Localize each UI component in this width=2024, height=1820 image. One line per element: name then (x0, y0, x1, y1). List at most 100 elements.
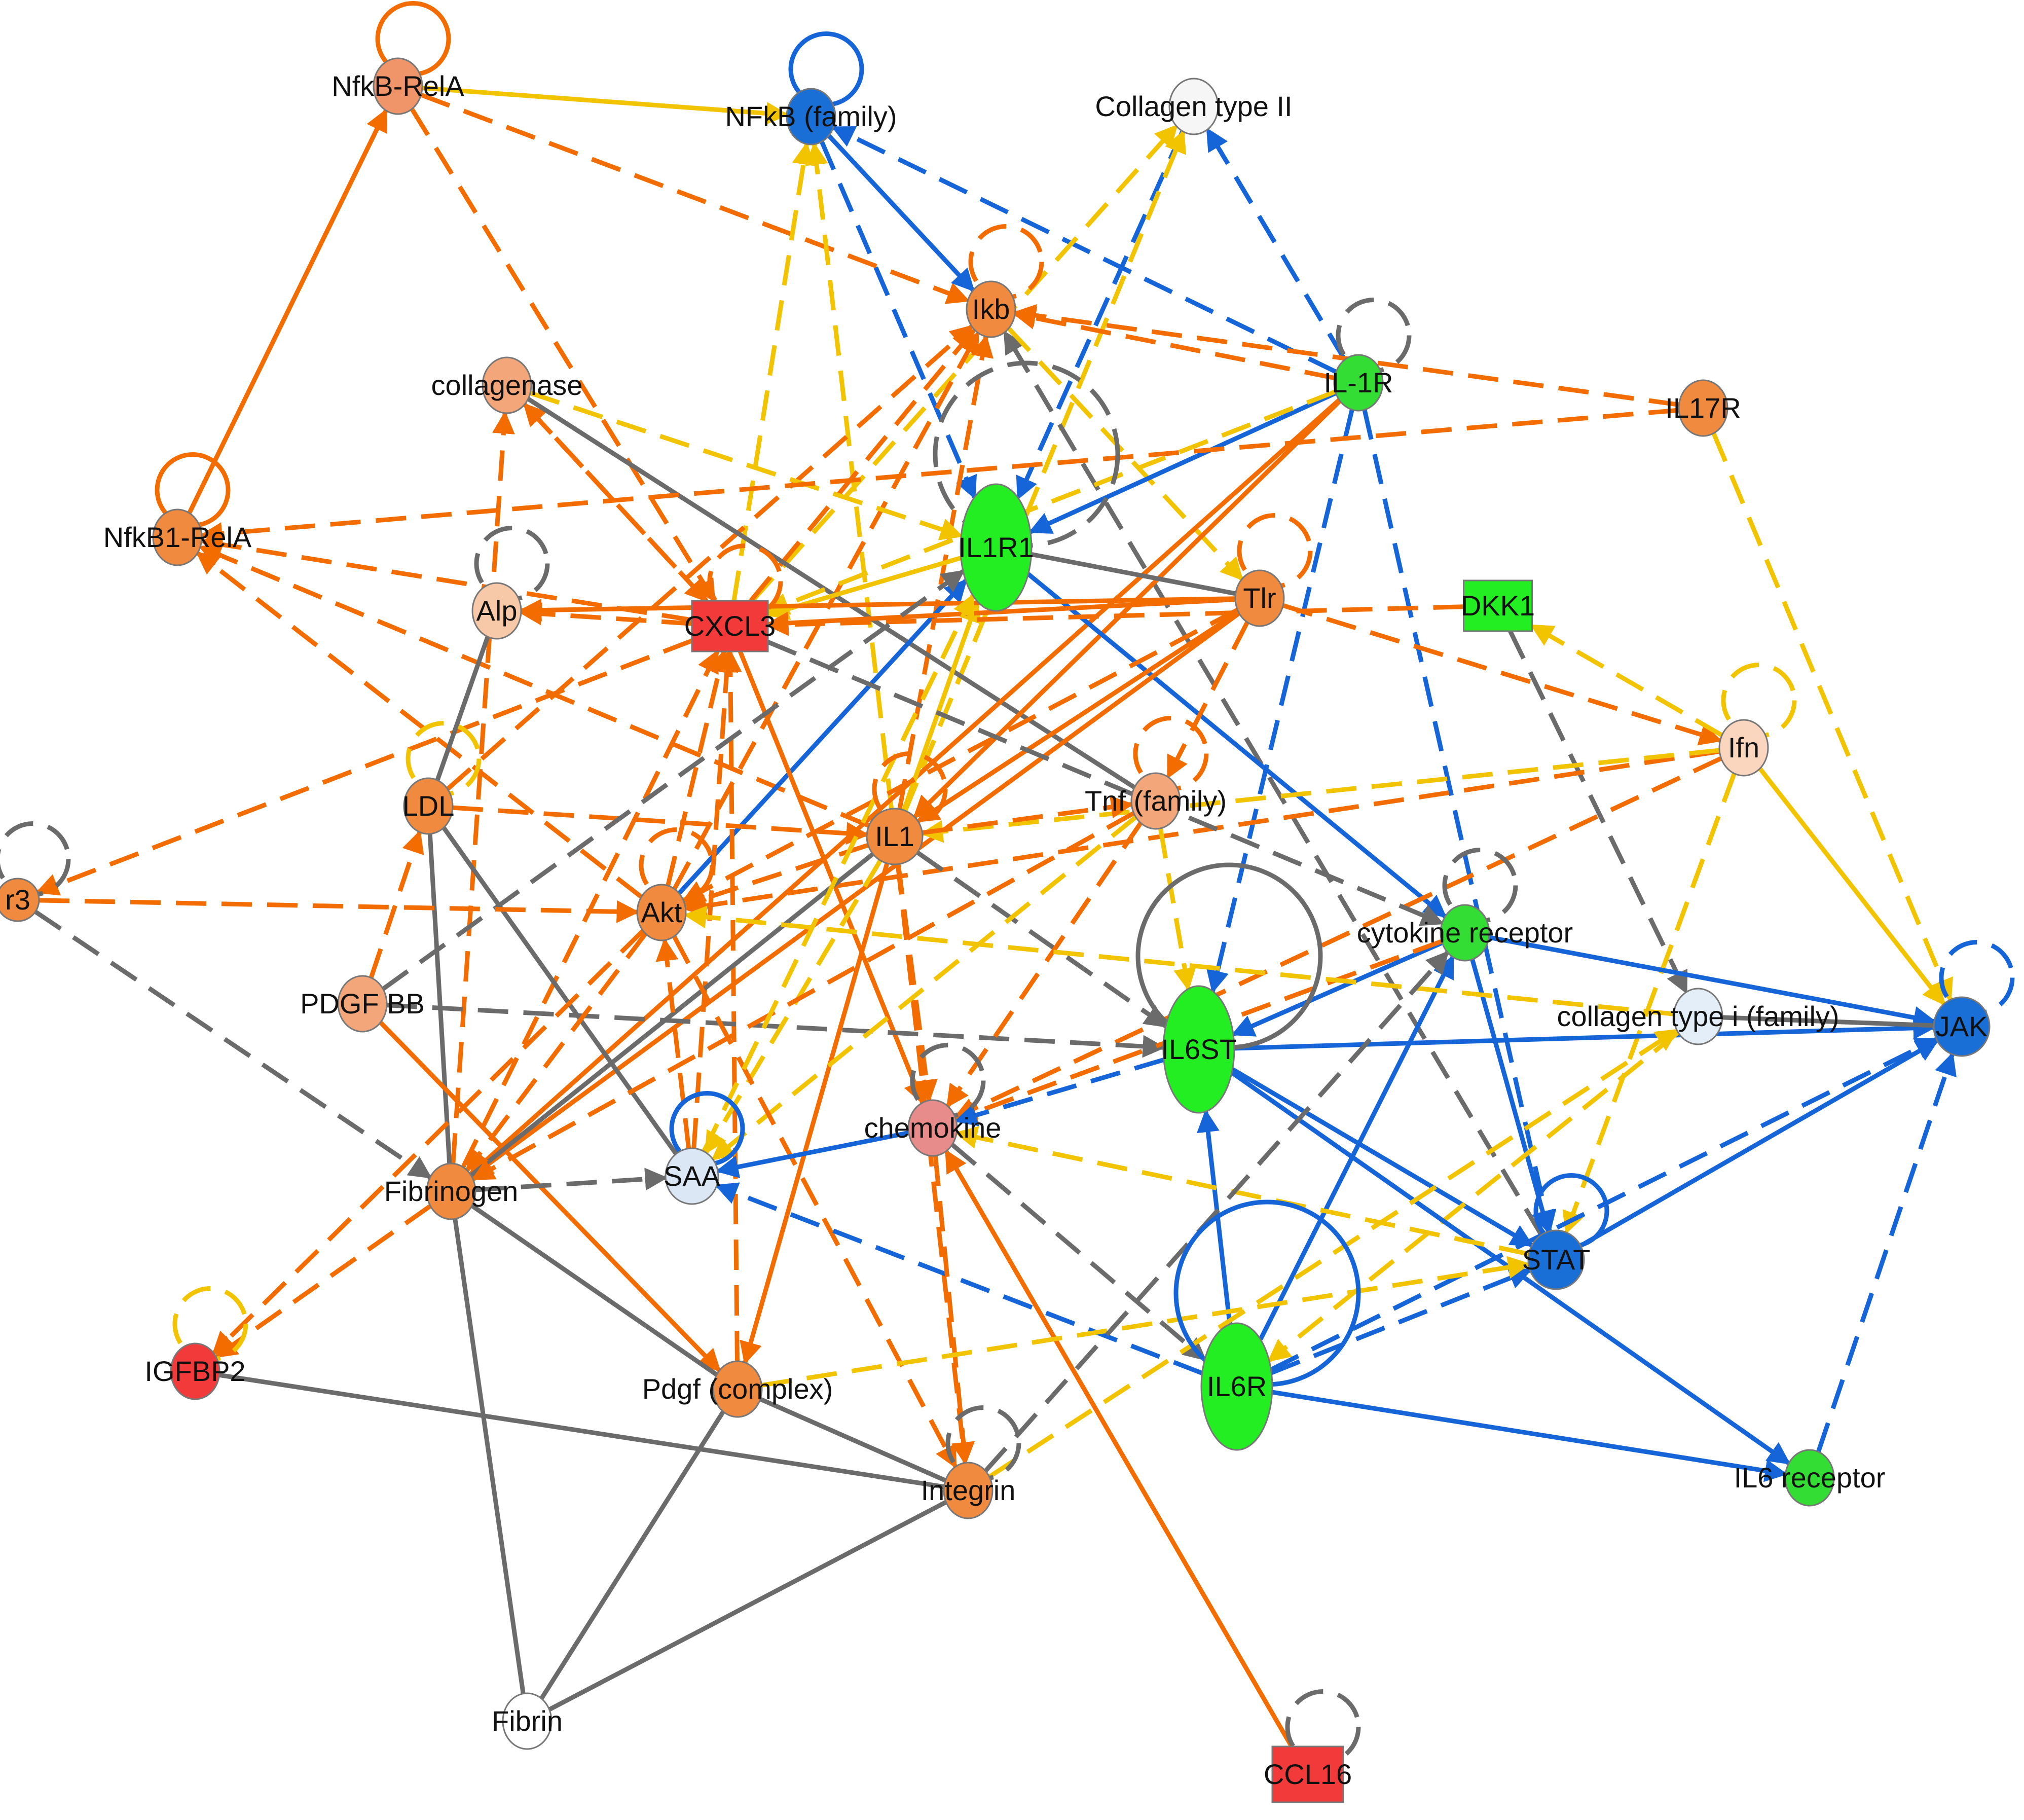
fibrinogen-label: Fibrinogen (384, 1175, 519, 1207)
node-ldl[interactable]: LDL (402, 777, 455, 835)
ifn-shape (1718, 719, 1769, 777)
edge-tnf-family-to-fibrinogen (471, 811, 1135, 1181)
node-nfkb1-rela[interactable]: NfkB1-RelA (103, 508, 252, 566)
node-il6st[interactable]: IL6ST (1161, 985, 1237, 1114)
edge-il1-to-il6st (916, 850, 1168, 1029)
il6-receptor-label: IL6 receptor (1734, 1462, 1886, 1494)
edge-pdgf-complex-to-cxcl3 (719, 649, 742, 1362)
node-il-1r[interactable]: IL-1R (1324, 354, 1393, 412)
node-il1[interactable]: IL1 (866, 808, 924, 865)
collagenase-shape (482, 356, 532, 414)
edge-dkk1-to-collagen-i (1508, 630, 1688, 995)
node-fibrin[interactable]: Fibrin (492, 1692, 563, 1750)
ccl16-shape (1271, 1745, 1344, 1803)
node-ikb[interactable]: Ikb (966, 280, 1016, 338)
nfkb-rela-label: NfkB-RelA (332, 70, 464, 102)
node-fibrinogen[interactable]: Fibrinogen (384, 1162, 519, 1220)
edge-akt-to-integrin (672, 935, 958, 1469)
edge-nfkb1-rela-to-nfkb-rela (187, 108, 388, 514)
edge-saa-to-akt (655, 938, 691, 1149)
edge-tlr-to-tnf-family (1166, 621, 1249, 779)
node-nfkb-rela[interactable]: NfkB-RelA (332, 57, 464, 115)
edge-ifn-to-il1 (920, 748, 1720, 843)
node-il17r[interactable]: IL17R (1665, 379, 1741, 437)
cxcl3-shape (691, 600, 769, 652)
il1-shape (866, 808, 924, 865)
node-cytokine-receptor[interactable]: cytokine receptor (1357, 904, 1573, 962)
chemokine-label: chemokine (864, 1112, 1002, 1144)
node-nfkb-family[interactable]: NFkB (family) (725, 88, 897, 145)
igfbp2-shape (170, 1342, 220, 1400)
nfkb-family-shape (786, 88, 836, 145)
node-igfbp2[interactable]: IGFBP2 (144, 1342, 246, 1400)
il6r-label: IL6R (1207, 1370, 1267, 1402)
node-tlr[interactable]: Tlr (1234, 569, 1285, 627)
node-collagen-ii[interactable]: Collagen type II (1095, 78, 1293, 135)
node-collagen-i[interactable]: collagen type i (family) (1557, 988, 1839, 1045)
il1r1-label: IL1R1 (958, 531, 1034, 563)
node-integrin[interactable]: Integrin (921, 1462, 1016, 1519)
edge-il6-receptor-to-jak (1816, 1052, 1957, 1453)
node-pdgf-bb[interactable]: PDGF BB (300, 975, 425, 1033)
pdgf-complex-shape (712, 1360, 763, 1418)
edge-akt-to-cxcl3 (666, 649, 730, 886)
node-ifn[interactable]: Ifn (1718, 719, 1769, 777)
igfbp2-label: IGFBP2 (144, 1355, 245, 1387)
edge-stat-to-jak (1579, 1038, 1939, 1248)
pdgf-bb-label: PDGF BB (300, 988, 425, 1020)
edge-il-1r-to-il6st (1206, 409, 1354, 994)
edge-il6r-to-cytokine-receptor (1258, 955, 1455, 1341)
edge-cxcl3-to-collagen-ii (751, 124, 1179, 602)
node-il6-receptor[interactable]: IL6 receptor (1734, 1449, 1886, 1507)
collagen-i-label: collagen type i (family) (1557, 1000, 1839, 1032)
node-stat[interactable]: STAT (1522, 1229, 1591, 1290)
node-jak[interactable]: JAK (1933, 996, 1991, 1057)
akt-shape (636, 884, 687, 941)
dkk1-label: DKK1 (1461, 590, 1535, 622)
node-alp[interactable]: Alp (471, 582, 522, 640)
edge-il6r-to-il6-receptor (1272, 1390, 1788, 1482)
edge-saa-to-il1r1 (702, 593, 975, 1152)
integrin-label: Integrin (921, 1474, 1016, 1506)
node-akt[interactable]: Akt (636, 884, 687, 941)
stat-label: STAT (1522, 1244, 1591, 1276)
edge-il-1r-to-cxcl3 (765, 389, 1337, 615)
edge-cytokine-receptor-to-jak (1488, 935, 1937, 1029)
edge-nfkb-rela-to-nfkb-family (422, 86, 789, 125)
edge-akt-to-ikb (672, 331, 980, 890)
edge-cytokine-receptor-to-stat (1470, 959, 1554, 1234)
tnf-family-label: Tnf (family) (1085, 785, 1227, 817)
chemokine-shape (907, 1099, 958, 1157)
node-pdgf-complex[interactable]: Pdgf (complex) (642, 1360, 833, 1418)
edge-nfkb-family-to-ikb (827, 134, 975, 292)
node-saa[interactable]: SAA (664, 1147, 721, 1205)
cytokine-receptor-label: cytokine receptor (1357, 917, 1573, 949)
edge-cxcl3-to-ikb (749, 327, 976, 602)
collagenase-label: collagenase (431, 369, 583, 401)
edge-il1-to-il1r1 (901, 599, 981, 811)
nodes-layer: NfkB-RelA NFkB (family) Collagen type II Ik… (0, 57, 1991, 1803)
edge-chemokine-to-integrin (933, 1155, 975, 1465)
edge-il-1r-to-ikb (1012, 307, 1335, 380)
node-il6r[interactable]: IL6R (1200, 1322, 1273, 1451)
ikb-label: Ikb (972, 293, 1010, 325)
nfkb-family-label: NFkB (family) (725, 100, 897, 132)
edge-il6st-to-jak (1234, 1016, 1936, 1051)
node-cxcl3[interactable]: CXCL3 (684, 600, 776, 652)
edge-akt-to-fibrinogen (465, 932, 648, 1172)
il17r-shape (1678, 379, 1728, 437)
edge-stat-to-chemokine (954, 1126, 1530, 1257)
edge-collagenase-to-cxcl3 (523, 403, 708, 603)
node-ccl16[interactable]: CCL16 (1264, 1745, 1352, 1803)
node-r3[interactable]: r3 (0, 878, 40, 922)
node-il1r1[interactable]: IL1R1 (958, 483, 1034, 612)
node-tnf-family[interactable]: Tnf (family) (1085, 772, 1227, 830)
edge-saa-to-cxcl3 (691, 649, 739, 1149)
node-dkk1[interactable]: DKK1 (1461, 579, 1535, 632)
node-chemokine[interactable]: chemokine (864, 1099, 1002, 1157)
node-collagenase[interactable]: collagenase (431, 356, 583, 414)
edge-ifn-to-jak (1758, 767, 1946, 1006)
edge-tlr-to-fibrinogen (469, 611, 1241, 1178)
r3-label: r3 (5, 884, 30, 916)
edge-chemokine-to-il6r (950, 1143, 1207, 1361)
